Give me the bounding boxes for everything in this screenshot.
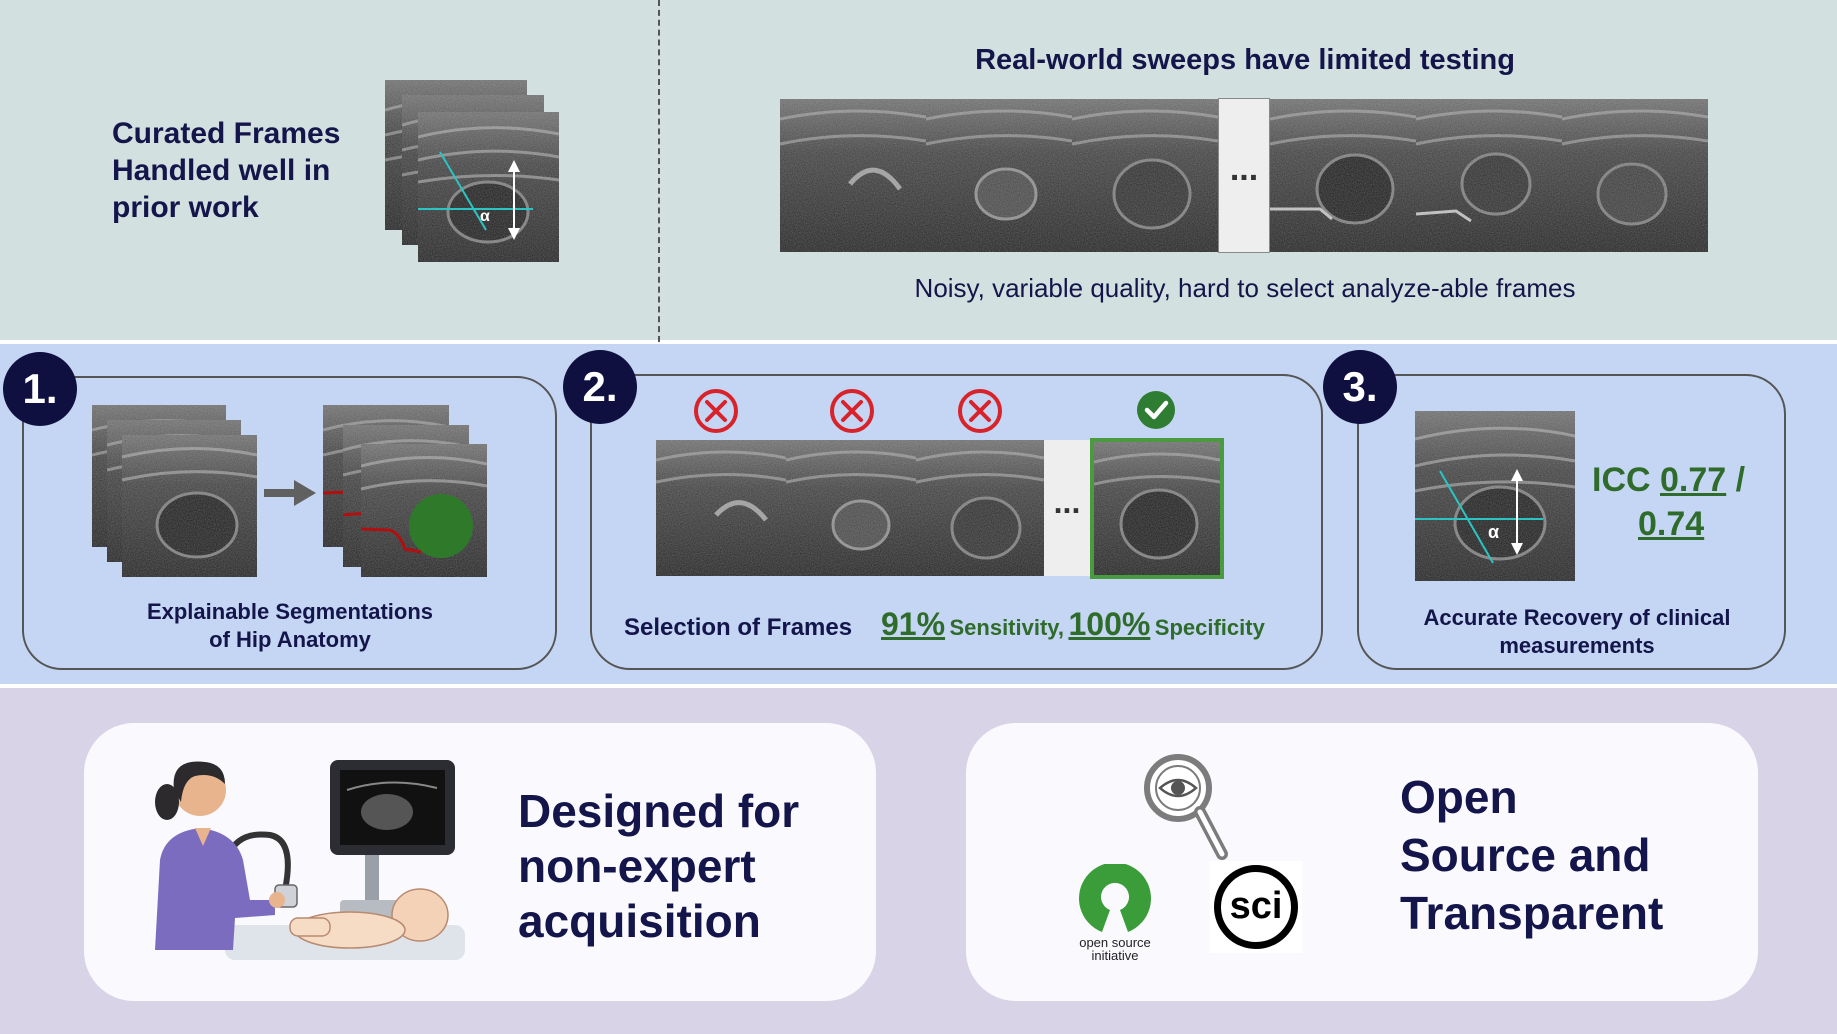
icc-value-2: 0.74 — [1638, 505, 1705, 543]
non-expert-text: Designed for non-expert acquisition — [518, 784, 799, 949]
step3-angle-label: α — [1488, 522, 1500, 542]
candidate-frame-rejected — [786, 440, 916, 576]
curated-angle-label: α — [480, 208, 490, 225]
sensitivity-label: Sensitivity, — [949, 615, 1065, 640]
reject-x-icon — [958, 389, 1002, 433]
measurement-frame — [1415, 411, 1575, 581]
open-source-text: Open Source and Transparent — [1400, 768, 1663, 942]
non-expert-line2: non-expert — [518, 840, 756, 892]
osi-text-line1: open source — [1079, 935, 1151, 950]
candidate-frame-selected — [1090, 438, 1224, 579]
open-source-line1: Open — [1400, 771, 1518, 823]
osi-logo-text: open source initiative — [1062, 936, 1168, 962]
candidate-frame-rejected — [656, 440, 786, 576]
realworld-title: Real-world sweeps have limited testing — [975, 44, 1515, 76]
specificity-value: 100% — [1068, 606, 1151, 642]
step1-caption-line1: Explainable Segmentations — [146, 599, 434, 624]
sci-logo-text: sci — [1214, 865, 1298, 949]
sensitivity-value: 91% — [880, 606, 946, 642]
accept-check-icon — [1137, 391, 1175, 429]
open-source-card — [966, 723, 1758, 1001]
output-frame-front — [361, 444, 487, 577]
step1-card — [22, 376, 557, 670]
step2-card — [590, 374, 1323, 670]
candidate-frame-rejected — [916, 440, 1044, 576]
icc-block: ICC 0.77 / 0.74 — [1592, 458, 1762, 546]
step2-badge: 2. — [563, 350, 637, 424]
step3-caption-line1: Accurate Recovery of clinical — [1423, 605, 1731, 630]
clinician-scanning-infant-illustration — [155, 760, 465, 960]
icc-prefix: ICC — [1592, 461, 1651, 499]
step1-caption-line2: of Hip Anatomy — [209, 627, 371, 652]
realworld-frame — [1270, 99, 1416, 252]
input-frame-front — [122, 435, 257, 577]
open-source-line2: Source and — [1400, 829, 1651, 881]
open-source-initiative-logo — [1079, 864, 1151, 932]
osi-text-line2: initiative — [1091, 948, 1139, 963]
realworld-frame — [1562, 99, 1708, 252]
step3-caption-line2: measurements — [1499, 633, 1655, 658]
realworld-ellipsis: ... — [1218, 98, 1270, 253]
non-expert-line1: Designed for — [518, 785, 800, 837]
curated-frame-front — [418, 112, 559, 262]
realworld-frame — [926, 99, 1072, 252]
step3-card — [1357, 374, 1786, 670]
realworld-frame — [780, 99, 926, 252]
step2-metrics: Selection of Frames 91% Sensitivity, 100… — [624, 606, 1265, 643]
magnifier-eye-icon — [1144, 754, 1228, 860]
step1-badge: 1. — [3, 352, 77, 426]
selection-label: Selection of Frames — [624, 614, 853, 641]
step1-caption: Explainable Segmentations of Hip Anatomy — [110, 598, 470, 654]
realworld-caption: Noisy, variable quality, hard to select … — [914, 273, 1576, 303]
curated-frames-text: Curated Frames Handled well in prior wor… — [112, 117, 341, 224]
arrow-right-icon — [264, 480, 316, 506]
open-source-line3: Transparent — [1400, 887, 1664, 939]
realworld-frame — [1072, 99, 1218, 252]
icc-slash: / — [1735, 461, 1746, 499]
reject-x-icon — [694, 389, 738, 433]
non-expert-line3: acquisition — [518, 895, 761, 947]
step2-ellipsis: ... — [1044, 440, 1090, 576]
step3-caption: Accurate Recovery of clinical measuremen… — [1377, 604, 1777, 660]
panel-divider — [658, 0, 660, 342]
sci-logo: sci — [1210, 861, 1302, 953]
icc-value-1: 0.77 — [1660, 461, 1727, 499]
realworld-frame — [1416, 99, 1562, 252]
step3-badge: 3. — [1323, 350, 1397, 424]
reject-x-icon — [830, 389, 874, 433]
specificity-label: Specificity — [1154, 615, 1265, 640]
